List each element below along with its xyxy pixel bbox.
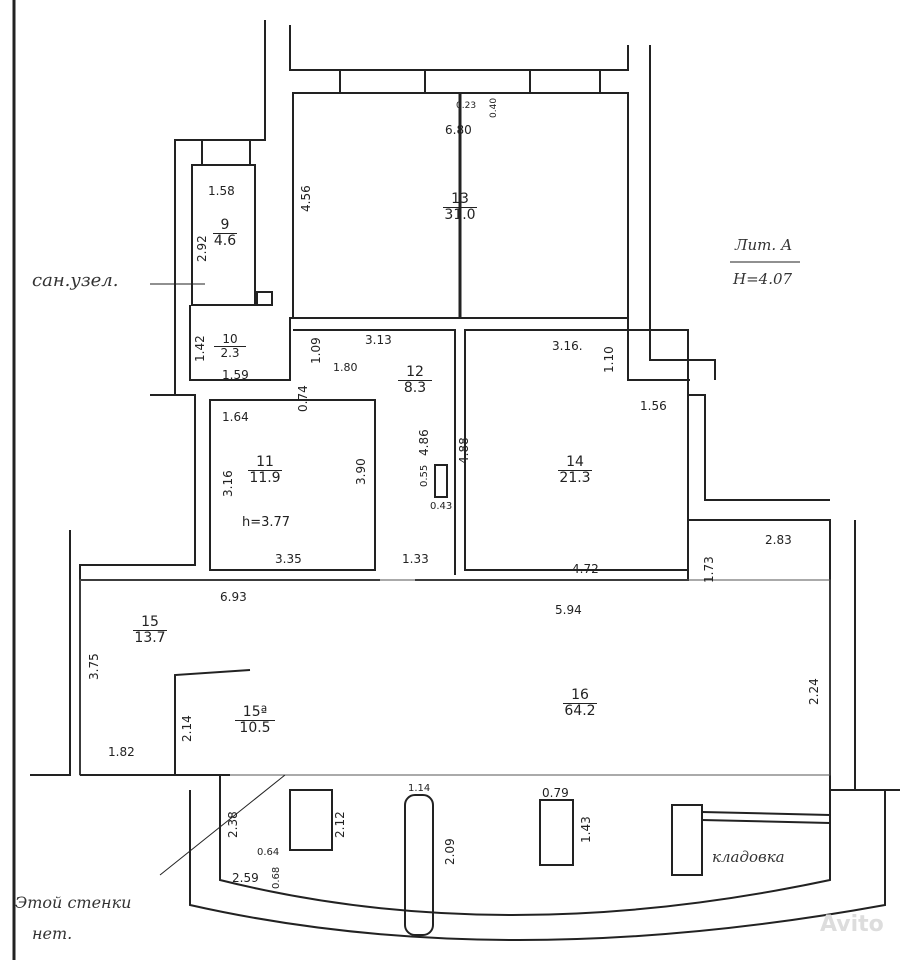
room-15a-partition [174,669,251,775]
dim-label: 2.92 [195,235,209,262]
dim-label: 6.93 [220,590,247,604]
pillar-3 [539,799,574,866]
dim-label: 2.09 [443,838,457,865]
dim-label: 0.55 [419,464,430,487]
dim-label: 1.82 [108,745,135,759]
dim-label: 4.72 [572,562,599,576]
watermark: Avito [820,912,884,937]
dim-label: 3.35 [275,552,302,566]
dim-label: 0.23 [456,101,477,111]
dim-label: 1.33 [402,552,429,566]
dim-label: 3.16. [552,339,583,353]
dim-label: h=3.77 [242,515,291,530]
dim-label: 1.10 [602,346,616,373]
dim-label: 1.56 [640,399,667,413]
room-10-outline [189,305,293,381]
dim-label: 1.09 [309,337,323,364]
dim-label: 4.86 [417,429,431,456]
room-12-outline [293,329,456,575]
dim-label: 4.88 [457,437,471,464]
wall-top-outer [289,25,629,71]
dim-label: 3.90 [354,458,368,485]
wall-left-upper [150,20,266,396]
dim-label: 1.80 [333,361,358,374]
wall-right-upper [649,45,716,380]
bottom-outer-wall [189,790,886,941]
dim-label: 2.59 [232,871,259,885]
dim-label: 1.73 [702,556,716,583]
dim-label: 0.74 [296,385,310,412]
wall-note-line1: Этой стенки [15,893,132,912]
dim-label: 3.16 [221,470,235,497]
wall-note-line2: нет. [32,924,73,943]
room-16-outline [79,579,831,776]
storage-note: кладовка [712,848,785,866]
dim-label: 0.43 [430,501,453,512]
dim-label: 2.12 [333,811,347,838]
pillar-4 [671,804,703,876]
dim-label: 2.83 [765,533,792,547]
dim-label: 1.64 [222,410,249,424]
dim-label: 4.56 [299,185,313,212]
dim-label: 1.58 [208,184,235,198]
dim-label: 5.94 [555,603,582,617]
pillar-2 [404,794,434,936]
bathroom-note: сан.узел. [32,270,119,291]
dim-label: 2.14 [180,715,194,742]
dim-label: 0.79 [542,786,569,800]
pillar-1 [289,789,333,851]
dim-label: 0.64 [257,847,280,858]
annotation-arrow [159,774,286,876]
dim-label: 1.43 [579,816,593,843]
dim-label: 2.38 [226,811,240,838]
dim-label: 2.24 [807,678,821,705]
lit-note: Лит. А [735,236,793,254]
dim-label: 1.59 [222,368,249,382]
dim-label: 6.80 [445,123,472,137]
dim-label: 1.14 [408,783,431,794]
height-note: Н=4.07 [733,270,793,288]
room-14-outline [464,329,689,571]
dim-label: 0.40 [489,97,499,118]
dim-label: 3.13 [365,333,392,347]
room-9-outline [191,164,256,306]
bottom-inner-wall [219,775,831,916]
dim-label: 0.68 [271,866,282,889]
dim-label: 3.75 [87,653,101,680]
dim-label: 1.42 [193,335,207,362]
